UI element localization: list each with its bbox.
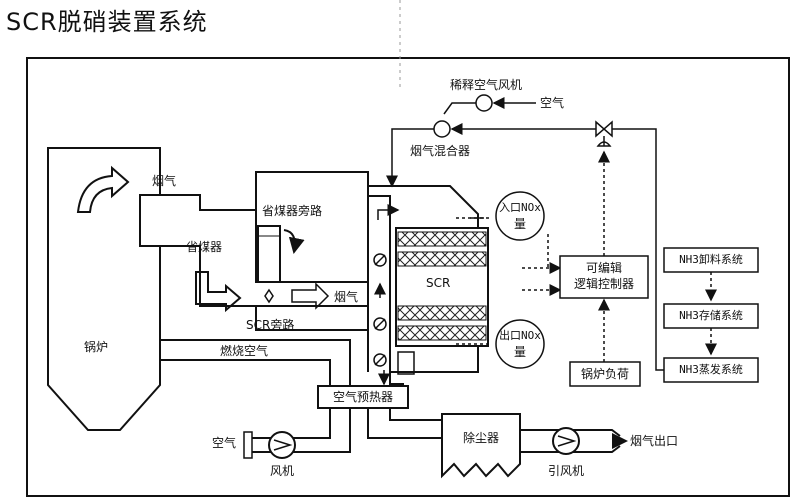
- scr-label: SCR: [426, 276, 451, 290]
- nh3-storage-box: [663, 303, 759, 329]
- outlet-nox-line2: 量: [513, 345, 526, 359]
- outlet-sensor-box: [397, 351, 415, 375]
- flue-gas-arrow: [291, 282, 330, 310]
- dilution-fan-label: 稀释空气风机: [450, 78, 523, 92]
- damper-1: [373, 253, 387, 267]
- nh3-evap-box: [663, 357, 759, 383]
- air-label-top: 空气: [540, 96, 565, 110]
- plc-line1: 可编辑: [585, 261, 622, 275]
- circulation-arrow: [76, 165, 130, 213]
- outlet-nox-analyzer: [495, 319, 545, 369]
- id-fan-label: 引风机: [548, 464, 585, 478]
- outlet-nox-label: 出口NOx 量: [496, 328, 544, 360]
- page-title: SCR脱硝装置系统: [6, 8, 208, 36]
- flue-outlet-label: 烟气出口: [630, 434, 679, 448]
- plc-line2: 逻辑控制器: [573, 277, 634, 291]
- dust-collector-label: 除尘器: [462, 431, 499, 445]
- id-fan-symbol: [552, 427, 580, 455]
- plc-label: 可编辑 逻辑控制器: [560, 260, 648, 292]
- boiler-load-label: 锅炉负荷: [580, 367, 629, 381]
- inlet-nox-line1: 入口NOx: [499, 201, 541, 214]
- economizer-bypass-label: 省煤器旁路: [262, 204, 323, 218]
- flue-to-dust-duct: [367, 408, 442, 439]
- flue-mixer-symbol: [433, 120, 451, 138]
- inlet-nox-line2: 量: [513, 217, 526, 231]
- inlet-nox-analyzer: [495, 191, 545, 241]
- economizer-bypass-box: [257, 225, 281, 283]
- scr-bypass-duct: [255, 306, 368, 331]
- air-preheater-label: 空气预热器: [332, 390, 393, 404]
- fan-duct: [252, 408, 331, 439]
- damper-3: [373, 353, 387, 367]
- plc-box: [559, 255, 649, 299]
- nh3-storage-label: NH3存储系统: [679, 309, 743, 322]
- dilution-fan-symbol: [475, 94, 493, 112]
- boiler-load-box: [569, 361, 641, 387]
- nh3-evap-label: NH3蒸发系统: [679, 363, 743, 376]
- air-preheater-box: [317, 385, 409, 409]
- nh3-unload-box: [663, 247, 759, 273]
- damper-2: [373, 317, 387, 331]
- dust-collector: [441, 413, 521, 479]
- flue-gas-label-top: 烟气: [152, 174, 177, 188]
- air-label-bottom: 空气: [212, 436, 237, 450]
- economizer-arrow: [195, 271, 242, 313]
- flue-mixer-label: 烟气混合器: [410, 144, 471, 158]
- economizer-bypass-duct: [255, 171, 369, 210]
- ammonia-control-valve: [595, 120, 613, 138]
- economizer-label: 省煤器: [186, 240, 223, 254]
- scr-bypass-label: SCR旁路: [246, 318, 295, 332]
- fan-label: 风机: [270, 464, 295, 478]
- flue-gas-label-mid: 烟气: [334, 290, 359, 304]
- fan-symbol: [268, 431, 296, 459]
- outlet-nox-line1: 出口NOx: [499, 329, 541, 342]
- flue-duct-lower: [160, 245, 340, 307]
- combustion-air-duct: [160, 339, 351, 386]
- inlet-nox-label: 入口NOx 量: [496, 200, 544, 232]
- outer-frame: [26, 57, 790, 497]
- combustion-air-label: 燃烧空气: [220, 344, 269, 358]
- nh3-unload-label: NH3卸料系统: [679, 253, 743, 266]
- boiler-label: 锅炉: [84, 340, 109, 354]
